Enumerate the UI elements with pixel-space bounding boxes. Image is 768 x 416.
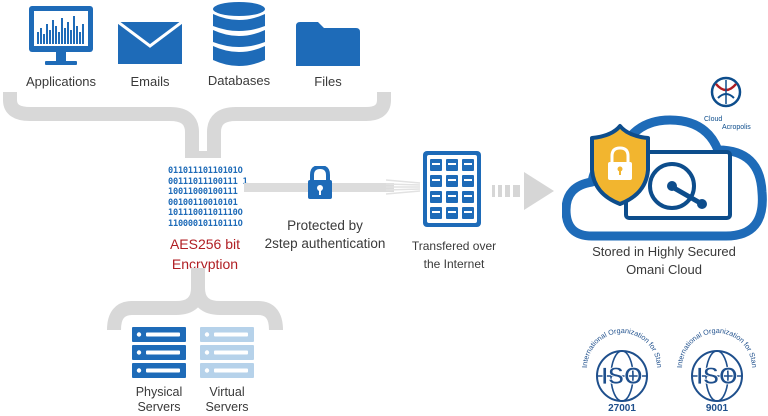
cloud-line2: Omani Cloud — [626, 262, 702, 277]
cloud-shield-icon — [562, 108, 768, 248]
iso-arc-text: International Organization for Standardi… — [672, 322, 759, 368]
iso-arc-text: International Organization for Standardi… — [577, 322, 664, 368]
physical-server-icon — [130, 327, 188, 379]
iso-mark: ISO — [601, 363, 642, 390]
cloud-acropolis-logo — [698, 76, 752, 116]
binary-line: 11000010110111O — [168, 218, 243, 229]
iso-mark: ISO — [696, 363, 737, 390]
cloud-line1: Stored in Highly Secured — [592, 244, 736, 259]
svg-text:International Organization for: International Organization for Standardi… — [672, 322, 759, 368]
virtual-line1: Virtual — [209, 385, 245, 399]
folder-icon — [296, 20, 360, 68]
database-icon — [212, 2, 266, 70]
physical-line2: Servers — [137, 400, 181, 414]
binary-block: 01101110110101O 00111011100111 1 1001100… — [168, 166, 248, 230]
brand-line2: Acropolis — [722, 124, 751, 131]
applications-label: Applications — [25, 74, 97, 89]
files-label: Files — [314, 74, 342, 89]
applications-icon — [29, 6, 93, 68]
svg-text:International Organization for: International Organization for Standardi… — [577, 322, 664, 368]
server-cabinet-icon — [423, 151, 481, 227]
aes-label-line2: Encryption — [171, 256, 239, 272]
virtual-line2: Servers — [205, 400, 249, 414]
transfer-line2: the Internet — [423, 257, 485, 271]
aes-label-line1: AES256 bit — [169, 236, 241, 252]
arrow-right-icon — [492, 172, 554, 210]
virtual-server-label: Virtual Servers — [192, 385, 262, 415]
protected-line1: Protected by — [287, 218, 363, 233]
binary-line: 10111001101110O — [168, 208, 243, 219]
physical-server-label: Physical Servers — [124, 385, 194, 415]
binary-line: 00111011100111 1 — [168, 176, 248, 187]
streak-lines — [386, 176, 422, 198]
virtual-server-icon — [198, 327, 256, 379]
brand-name: Cloud Acropolis — [704, 116, 751, 132]
top-brace — [0, 92, 400, 158]
iso-number: 9001 — [706, 403, 729, 414]
bottom-brace — [100, 268, 300, 330]
protected-label: Protected by 2step authentication — [250, 217, 400, 253]
cloud-label: Stored in Highly Secured Omani Cloud — [570, 243, 758, 279]
binary-line: 00100110010101 — [168, 197, 238, 208]
lock-icon — [307, 166, 333, 200]
binary-line: 01101110110101O — [168, 166, 243, 176]
iso-number: 27001 — [608, 403, 636, 414]
binary-line: 10011000100111 — [168, 187, 238, 198]
brand-line1: Cloud — [704, 116, 723, 123]
aes-label: AES256 bit Encryption — [150, 236, 260, 272]
transfer-line1: Transfered over — [411, 239, 497, 253]
physical-line1: Physical — [135, 385, 183, 399]
databases-label: Databases — [207, 73, 271, 88]
emails-label: Emails — [130, 74, 170, 89]
iso-27001-badge: International Organization for Standardi… — [577, 322, 667, 414]
transfer-label: Transfered over the Internet — [395, 237, 513, 273]
protected-line2: 2step authentication — [264, 236, 386, 251]
iso-9001-badge: International Organization for Standardi… — [672, 322, 762, 414]
envelope-icon — [118, 22, 182, 64]
